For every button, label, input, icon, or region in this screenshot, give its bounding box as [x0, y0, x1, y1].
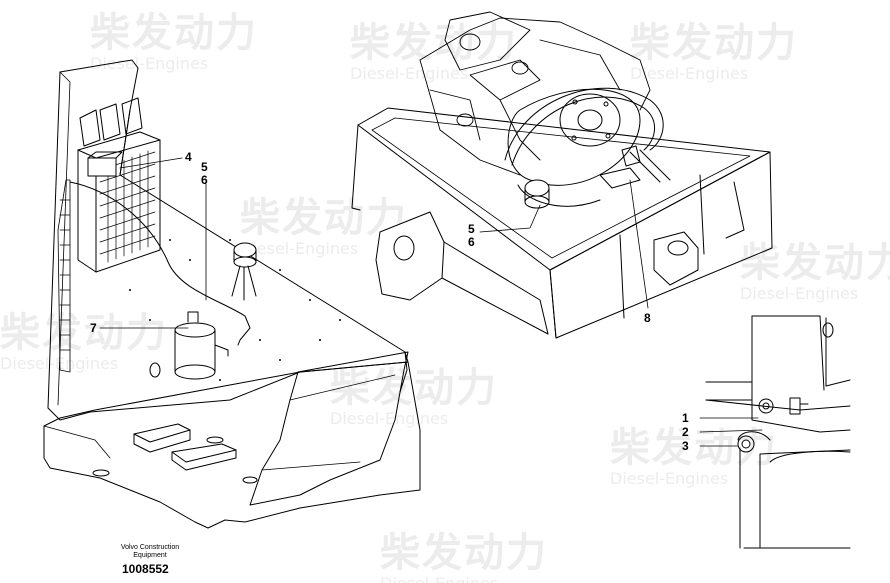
callout-2: 2	[682, 425, 689, 439]
pressure-sensor	[524, 179, 550, 209]
fuse-box	[77, 97, 161, 273]
callout-7: 7	[90, 321, 97, 335]
hydraulic-hoses	[504, 87, 671, 207]
mounting-holes	[129, 239, 341, 381]
brand-caption: Volvo Construction Equipment	[110, 544, 190, 560]
valve-block	[599, 145, 641, 189]
leader-5-6-center	[479, 204, 541, 233]
inset-door-frame	[739, 447, 851, 549]
callout-5-center: 5	[468, 222, 475, 236]
callout-1: 1	[682, 411, 689, 425]
inset-fasteners	[737, 397, 809, 453]
part-number: 1008552	[122, 562, 169, 576]
front-plate	[249, 351, 409, 506]
callout-6-left: 6	[201, 173, 208, 187]
left-assembly	[43, 59, 421, 529]
sensor-unit	[231, 242, 257, 301]
leader-4	[119, 157, 183, 169]
floor-plate	[43, 361, 421, 529]
back-panel	[47, 59, 409, 421]
cable-bundle	[57, 179, 71, 373]
callout-8: 8	[644, 311, 651, 325]
callout-5-left: 5	[201, 160, 208, 174]
solenoid	[174, 311, 229, 380]
center-assembly	[351, 11, 773, 339]
brand-line-2: Equipment	[133, 552, 167, 559]
callout-4: 4	[185, 150, 192, 164]
wire-harness	[69, 181, 251, 329]
tow-bracket	[375, 211, 445, 301]
callout-6-center: 6	[468, 235, 475, 249]
brand-line-1: Volvo Construction	[120, 544, 180, 551]
callout-3: 3	[682, 439, 689, 453]
pump-body	[419, 11, 651, 176]
leader-8	[629, 179, 649, 309]
detail-inset	[699, 315, 851, 549]
